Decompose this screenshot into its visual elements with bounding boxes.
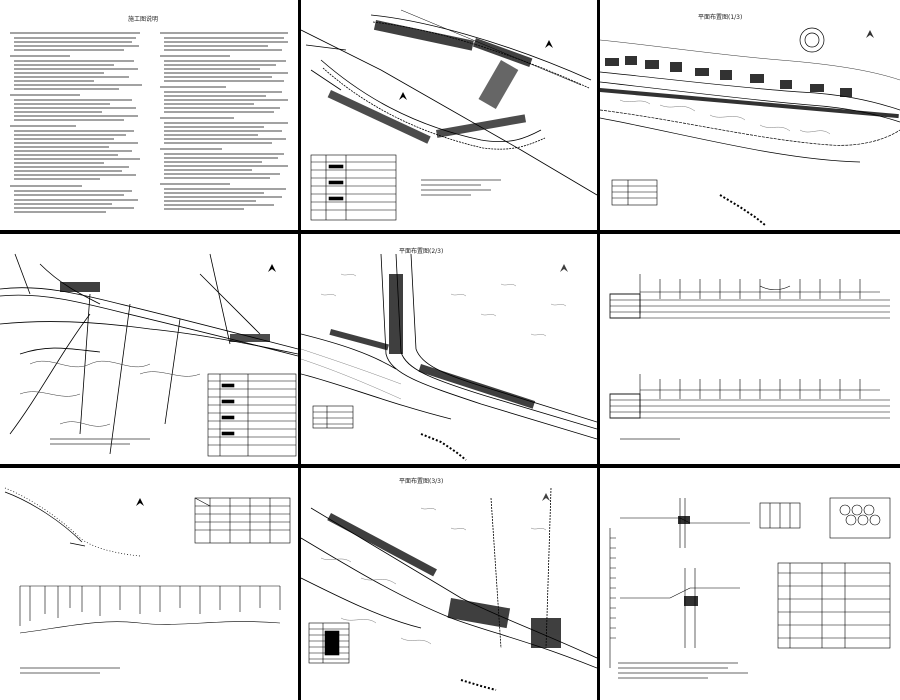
sheet-title: 平面布置图(1/3) xyxy=(698,14,743,21)
site-profile-drawing xyxy=(4,487,291,674)
sheet-plan-view-1[interactable]: 平面布置图(1/3) xyxy=(600,0,900,230)
sheet-overall-plan[interactable] xyxy=(0,234,298,464)
plan-view-drawing xyxy=(301,487,597,691)
sheet-profiles[interactable] xyxy=(600,234,900,464)
profile-drawing xyxy=(609,274,890,440)
notes-text-block xyxy=(10,32,288,213)
sheet-design-notes[interactable]: 施工图说明 xyxy=(0,0,298,230)
legend-table xyxy=(310,154,397,221)
sheet-plan-view-3[interactable]: 平面布置图(3/3) xyxy=(301,468,597,700)
overall-plan-drawing xyxy=(0,253,298,457)
sheet-title: 平面布置图(3/3) xyxy=(399,478,444,485)
sheet-title: 施工图说明 xyxy=(128,16,159,23)
plan-view-drawing xyxy=(301,253,597,461)
sheet-site-profile[interactable] xyxy=(0,468,298,700)
detail-drawing xyxy=(609,497,891,679)
plan-view-drawing xyxy=(600,27,900,226)
road-layout-drawing xyxy=(301,9,597,221)
sheet-details[interactable] xyxy=(600,468,900,700)
sheet-title: 平面布置图(2/3) xyxy=(399,248,444,255)
sheet-plan-view-2[interactable]: 平面布置图(2/3) xyxy=(301,234,597,464)
sheet-layout-plan-1[interactable] xyxy=(301,0,597,230)
